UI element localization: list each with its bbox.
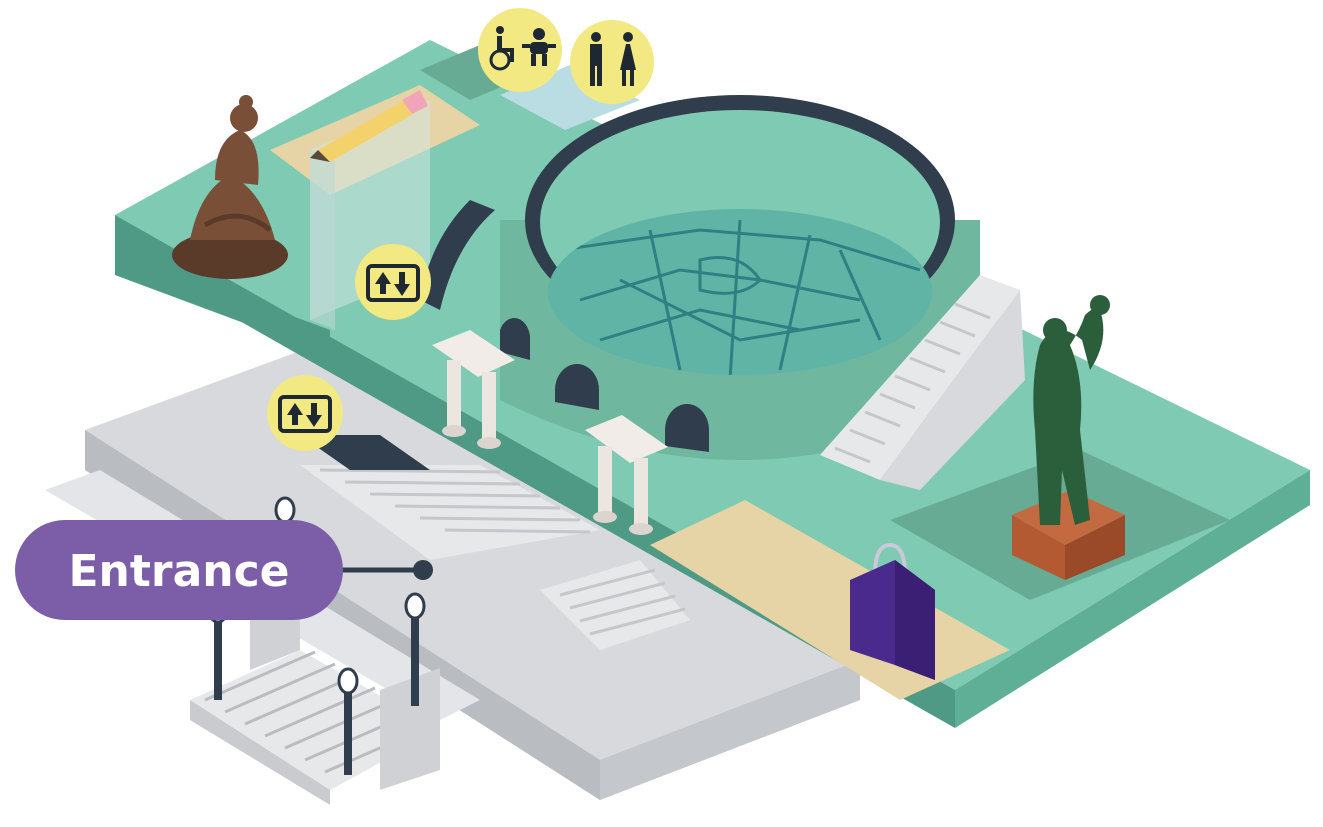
shopping-bag-icon <box>850 542 935 680</box>
entrance-stairs <box>190 595 440 805</box>
buddha-statue <box>172 95 288 279</box>
columns <box>432 330 668 535</box>
entrance-marker[interactable]: Entrance <box>15 520 433 620</box>
city-map-floor <box>559 219 921 375</box>
green-statue <box>1012 295 1125 580</box>
lift-icon <box>366 264 420 302</box>
pencil-icon <box>310 90 428 162</box>
wheelchair-icon <box>489 26 514 71</box>
central-stairs <box>300 435 690 650</box>
toilets-badge[interactable] <box>570 20 654 104</box>
accessibility-badge[interactable] <box>478 8 562 92</box>
side-stairs <box>820 275 1025 490</box>
rotunda <box>500 95 980 460</box>
arches-wall <box>420 200 495 310</box>
lift-badge-upper[interactable] <box>355 244 431 320</box>
entrance-label: Entrance <box>68 546 289 597</box>
lift-icon <box>278 395 332 433</box>
baby-change-icon <box>522 28 556 66</box>
toilets-icon <box>590 32 636 86</box>
lift-badge-lower[interactable] <box>267 375 343 451</box>
